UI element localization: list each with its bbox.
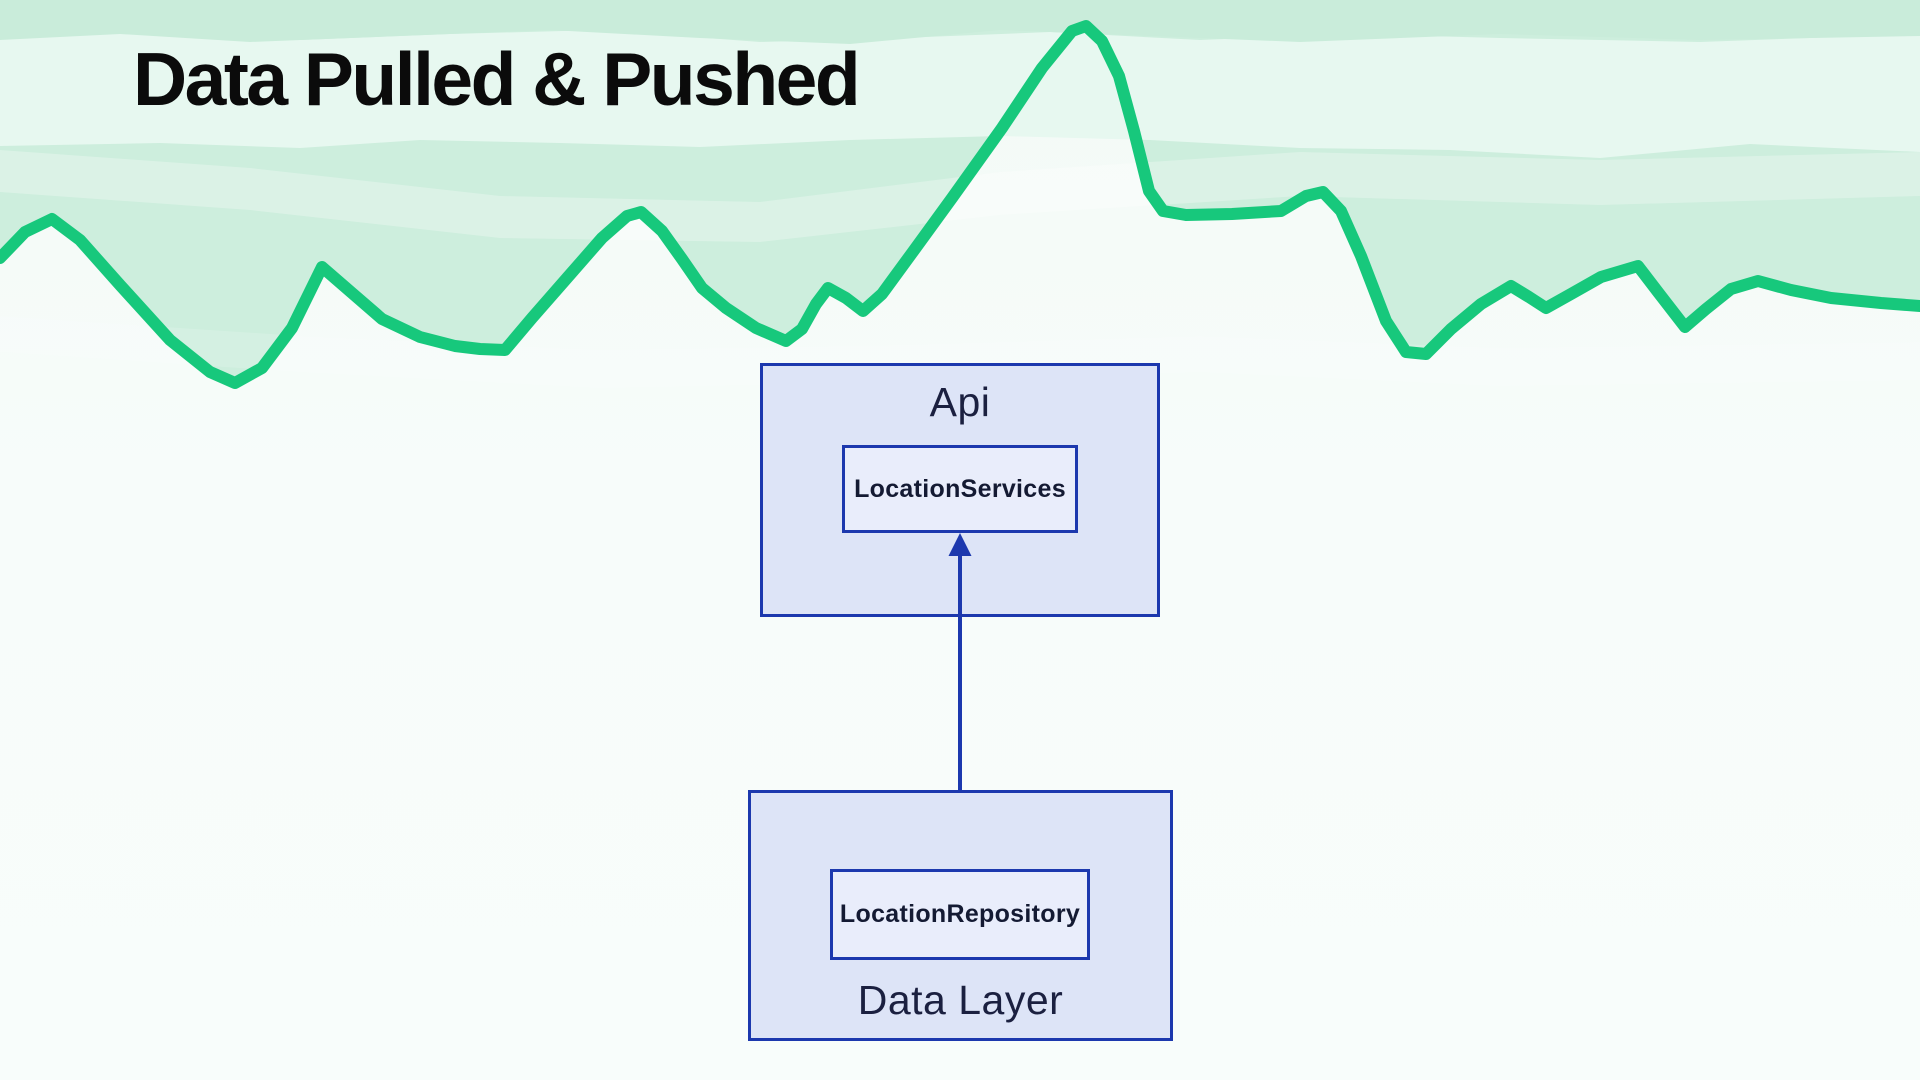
data-layer-box-label: Data Layer [857,977,1064,1023]
striation-upper [0,150,1920,242]
location-repository-box: LocationRepository [830,869,1090,960]
arrow-head-up [948,533,972,556]
location-repository-label: LocationRepository [839,900,1081,928]
location-services-box: LocationServices [842,445,1078,533]
api-box-label: Api [929,379,991,425]
slide-title: Data Pulled & Pushed [133,37,861,121]
location-services-label: LocationServices [854,474,1066,503]
data-layer-box: LocationRepository Data Layer [748,790,1173,1041]
